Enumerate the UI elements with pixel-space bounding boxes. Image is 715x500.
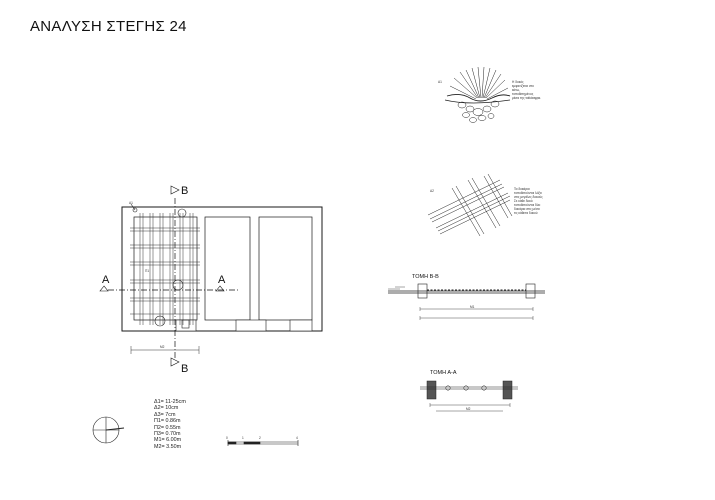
plan-detail-ref-a1: Α1: [129, 201, 133, 205]
section-bb-label: ΤΟΜΗ Β-Β: [412, 274, 439, 280]
section-line-a: [99, 285, 240, 292]
detail-2-note-line: Τα δοκάρια: [514, 187, 530, 191]
detail-2-note-line: τις κάθετα δοκού: [514, 211, 538, 215]
scale-bar: [227, 440, 299, 446]
detail-1-ref: Α1: [438, 80, 442, 84]
detail-2-note: Τα δοκάρια τοποθετούνται λόξα στις μεγάλ…: [514, 187, 543, 215]
legend-item: Μ2= 3.50m: [154, 443, 182, 450]
plan-dimension-note: Π1: [145, 269, 149, 273]
plan-dimension: [130, 346, 200, 354]
legend-item: Δ1= 11-25cm: [154, 399, 186, 405]
section-label-a-right: A: [218, 274, 226, 286]
scale-tick: 2: [259, 436, 261, 440]
detail-1-note: Η δοκός εμφανίζεται στο κάτω, τοποθετημέ…: [512, 80, 541, 100]
legend-item: Π1= 0.86m: [154, 418, 181, 425]
section-aa-dimension: Μ2: [466, 407, 471, 411]
detail-2-note-line: τοποθετούνται δύο: [514, 203, 541, 207]
section-bb-dimension: Μ1: [470, 305, 475, 309]
detail-2-note-line: στις μεγάλες δοκούς: [514, 195, 543, 199]
section-aa-drawing: [420, 380, 518, 412]
section-line-b: [170, 185, 180, 367]
beam-grid: [130, 213, 200, 325]
detail-2-note-line: Σε κάθε δοκό: [514, 199, 533, 203]
detail-2-note-line: δοκάρια στις μέσα: [514, 207, 540, 211]
section-label-b-bottom: B: [181, 363, 188, 375]
detail-1-note-line: τοποθετημένος: [512, 92, 534, 96]
north-symbol-icon: [92, 416, 125, 444]
section-label-b-top: B: [181, 185, 188, 197]
detail-2-drawing: [427, 173, 513, 237]
scale-tick: 1: [242, 436, 244, 440]
section-bb-drawing: [388, 283, 545, 320]
scale-tick: 4: [296, 436, 298, 440]
legend-item: Δ2= 10cm: [154, 405, 179, 412]
legend-item: Δ3= 7cm: [154, 411, 176, 418]
detail-2-ref: Α2: [430, 189, 434, 193]
legend-item: Μ1= 6.00m: [154, 437, 182, 444]
detail-2-note-line: τοποθετούνται λόξα: [514, 191, 542, 195]
detail-1-note-line: εμφανίζεται στο: [512, 84, 534, 88]
section-aa-label: ΤΟΜΗ Α-Α: [430, 370, 457, 376]
roof-plan: [121, 206, 323, 332]
detail-1-note-line: Η δοκός: [512, 80, 524, 84]
legend: Δ1= 11-25cm Δ2= 10cm Δ3= 7cm Π1= 0.86m Π…: [154, 399, 186, 450]
legend-item: Π3= 0.70m: [154, 430, 181, 437]
section-label-a-left: A: [102, 274, 110, 286]
detail-1-note-line: μέσα της ταϊκάσφρα.: [512, 96, 541, 100]
plan-dimension-text: Μ2: [160, 345, 165, 349]
detail-1-note-line: κάτω,: [512, 88, 520, 92]
page-title: ΑΝΑΛΥΣΗ ΣΤΕΓΗΣ 24: [30, 18, 187, 35]
scale-tick: 0: [226, 436, 228, 440]
legend-item: Π2= 0.55m: [154, 424, 181, 431]
detail-1-drawing: [444, 66, 511, 123]
